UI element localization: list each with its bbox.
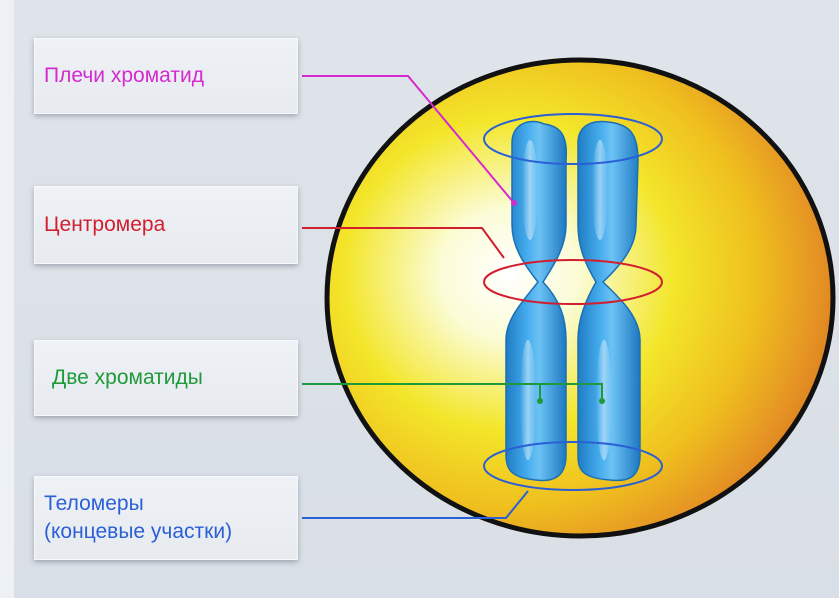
- label-box-two-chromatids: Две хроматиды: [34, 340, 298, 416]
- label-telomeres-note: (концевые участки): [44, 518, 232, 546]
- label-telomeres: Теломеры: [44, 490, 232, 518]
- arms-leader-dot: [511, 200, 517, 206]
- chromatid-right-dot: [599, 398, 605, 404]
- left-lower-shine: [520, 340, 536, 460]
- label-box-centromere: Центромера: [34, 186, 298, 264]
- label-box-arms: Плечи хроматид: [34, 38, 298, 114]
- telomeres-text-block: Теломеры (концевые участки): [44, 490, 232, 546]
- chromatid-left-dot: [537, 398, 543, 404]
- label-chromatid-arms: Плечи хроматид: [44, 62, 204, 90]
- left-shine: [522, 140, 538, 240]
- label-centromere: Центромера: [44, 211, 165, 239]
- label-two-chromatids: Две хроматиды: [52, 364, 203, 392]
- right-shine: [592, 140, 608, 240]
- label-box-telomeres: Теломеры (концевые участки): [34, 476, 298, 560]
